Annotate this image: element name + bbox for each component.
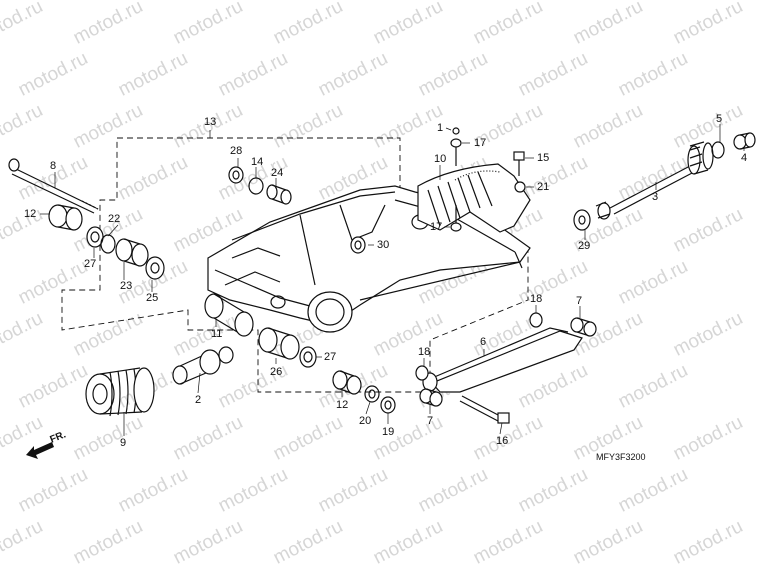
torque-rod-6 (422, 327, 583, 393)
part-label-20: 20 (359, 415, 372, 427)
part-label-6: 6 (480, 336, 487, 348)
part-label-24: 24 (271, 167, 284, 179)
part-label-16: 16 (496, 435, 509, 447)
circlip-5 (711, 141, 725, 159)
part-label-7: 7 (576, 295, 583, 307)
part-label-14: 14 (251, 156, 264, 168)
bolt-17-bottom (450, 205, 462, 232)
pivot-bolt-8 (8, 158, 101, 214)
seal-29 (573, 209, 591, 231)
part-label-27b: 27 (324, 351, 337, 363)
part-label-10: 10 (434, 153, 447, 165)
circlip-22 (100, 234, 116, 254)
part-label-13: 13 (204, 116, 217, 128)
nut-19 (380, 396, 396, 414)
part-label-3: 3 (652, 191, 659, 203)
part-label-26: 26 (270, 366, 283, 378)
leader-lines (40, 124, 745, 436)
collar-7-right (570, 317, 597, 337)
nut-21 (514, 181, 526, 193)
bolt-16 (459, 395, 510, 424)
bearing-25 (145, 256, 165, 280)
circlip-14 (248, 177, 264, 195)
part-label-18b: 18 (418, 346, 431, 358)
bearing-27-right (299, 346, 317, 368)
part-label-19: 19 (382, 426, 395, 438)
part-label-29: 29 (578, 240, 591, 252)
spring-4 (733, 132, 756, 150)
bolt-15 (513, 151, 525, 176)
guard-10 (417, 163, 531, 233)
part-label-8: 8 (50, 160, 57, 172)
bolt-17-top (450, 138, 462, 166)
part-label-23: 23 (120, 280, 133, 292)
part-label-12b: 12 (336, 399, 349, 411)
bolt-cap-1 (452, 127, 460, 135)
part-label-4: 4 (741, 152, 748, 164)
nut-18-left (415, 365, 429, 381)
part-label-5: 5 (716, 113, 723, 125)
part-label-17b: 17 (430, 221, 443, 233)
bushing-26 (258, 327, 300, 360)
collar-12-left (48, 204, 83, 231)
part-label-18: 18 (530, 293, 543, 305)
part-label-15: 15 (537, 152, 550, 164)
boot-9 (85, 367, 155, 417)
part-label-11: 11 (211, 328, 223, 340)
collar-11 (204, 293, 254, 337)
part-label-25: 25 (146, 292, 159, 304)
part-label-2: 2 (195, 394, 202, 406)
part-label-7b: 7 (427, 415, 434, 427)
diagram-code: MFY3F3200 (596, 452, 646, 462)
washer-20 (364, 385, 380, 403)
drive-shaft-3 (595, 141, 714, 220)
part-label-1: 1 (437, 122, 444, 134)
part-label-28: 28 (230, 145, 243, 157)
part-label-22: 22 (108, 213, 121, 225)
front-arrow-icon (26, 442, 54, 459)
part-label-30: 30 (377, 239, 390, 251)
part-label-21: 21 (537, 181, 550, 193)
collar-7-left (419, 388, 443, 407)
nut-18-right (529, 312, 543, 328)
bushing-24 (266, 184, 292, 205)
seal-28 (228, 166, 244, 184)
collar-12-right (332, 370, 362, 395)
seal-30 (350, 236, 366, 254)
part-label-9: 9 (120, 437, 127, 449)
bushing-23 (115, 238, 149, 267)
part-label-27: 27 (84, 258, 97, 270)
universal-joint-2 (172, 346, 234, 385)
part-label-12: 12 (24, 208, 37, 220)
part-label-17: 17 (474, 137, 487, 149)
